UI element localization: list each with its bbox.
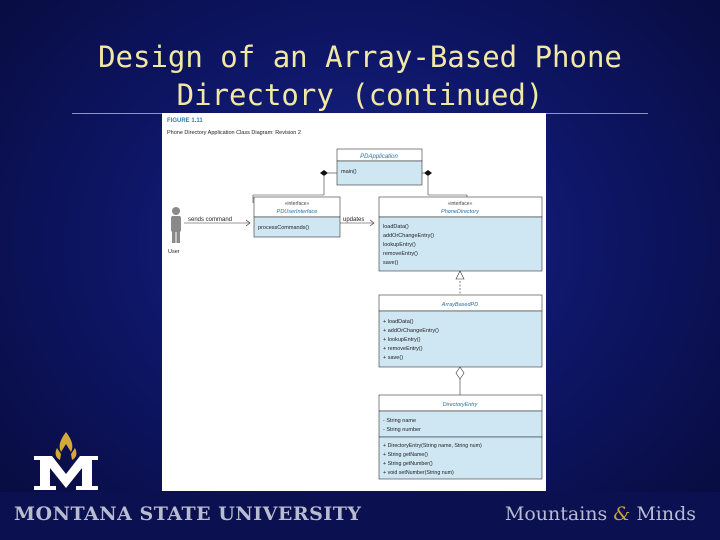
operation: + addOrChangeEntry() [383, 328, 439, 334]
figure-label: FIGURE 1.11 [167, 118, 203, 124]
class-name: PDApplication [360, 154, 398, 160]
composition-diamond-right [424, 170, 432, 176]
tagline-minds: Minds [636, 503, 696, 525]
class-diagram: FIGURE 1.11 Phone Directory Application … [167, 118, 543, 480]
stereotype: «interface» [448, 201, 473, 207]
tagline-ampersand: & [613, 503, 631, 525]
university-name: MONTANA STATE UNIVERSITY [14, 503, 362, 525]
operation: main() [341, 169, 357, 175]
slide-title: Design of an Array-Based Phone Directory… [0, 38, 720, 114]
operation: removeEntry() [383, 251, 418, 257]
footer-bar [0, 492, 720, 540]
interface-phonedirectory: «interface» PhoneDirectory loadData() ad… [378, 196, 543, 272]
class-arraybasedpd: ArrayBasedPD + loadData() + addOrChangeE… [378, 294, 543, 368]
class-diagram-figure: FIGURE 1.11 Phone Directory Application … [162, 113, 546, 491]
operation: addOrChangeEntry() [383, 233, 434, 239]
class-name: ArrayBasedPD [441, 302, 478, 308]
realization-triangle [455, 270, 465, 280]
operation: processCommands() [258, 225, 309, 231]
sends-label: sends command [188, 217, 232, 223]
interface-name: PhoneDirectory [441, 209, 480, 215]
operation: + DirectoryEntry(String name, String num… [383, 443, 482, 449]
operation: + save() [383, 355, 403, 361]
operation: loadData() [383, 224, 409, 230]
msu-logo [34, 432, 98, 490]
slide-title-line-1: Design of an Array-Based Phone [98, 40, 622, 74]
operation: + removeEntry() [383, 346, 423, 352]
operation: lookupEntry() [383, 242, 416, 248]
updates-label: updates [343, 217, 364, 223]
tagline-mountains: Mountains [504, 503, 608, 525]
stereotype: «interface» [285, 201, 310, 207]
operation: + String getNumber() [383, 461, 433, 467]
aggregation-diamond [455, 366, 465, 380]
class-name: DirectoryEntry [443, 402, 479, 408]
attribute: - String number [383, 427, 421, 433]
composition-diamond-left [320, 170, 328, 176]
interface-name: PDUserInterface [277, 209, 318, 215]
operation: + loadData() [383, 319, 414, 325]
operation: + lookupEntry() [383, 337, 421, 343]
university-tagline: Mountains & Minds [505, 503, 696, 525]
attribute: - String name [383, 418, 416, 424]
actor-label: User [168, 249, 180, 255]
class-pdapplication: PDApplication main() [336, 148, 423, 186]
user-actor: User [168, 207, 181, 255]
operation: + String getName() [383, 452, 428, 458]
operation: save() [383, 260, 398, 266]
figure-caption: Phone Directory Application Class Diagra… [167, 130, 301, 136]
interface-pduserinterface: «interface» PDUserInterface processComma… [253, 196, 341, 238]
slide-title-line-2: Directory (continued) [176, 78, 544, 112]
operation: + void setNumber(String num) [383, 470, 454, 476]
class-directoryentry: DirectoryEntry - String name - String nu… [378, 394, 543, 480]
